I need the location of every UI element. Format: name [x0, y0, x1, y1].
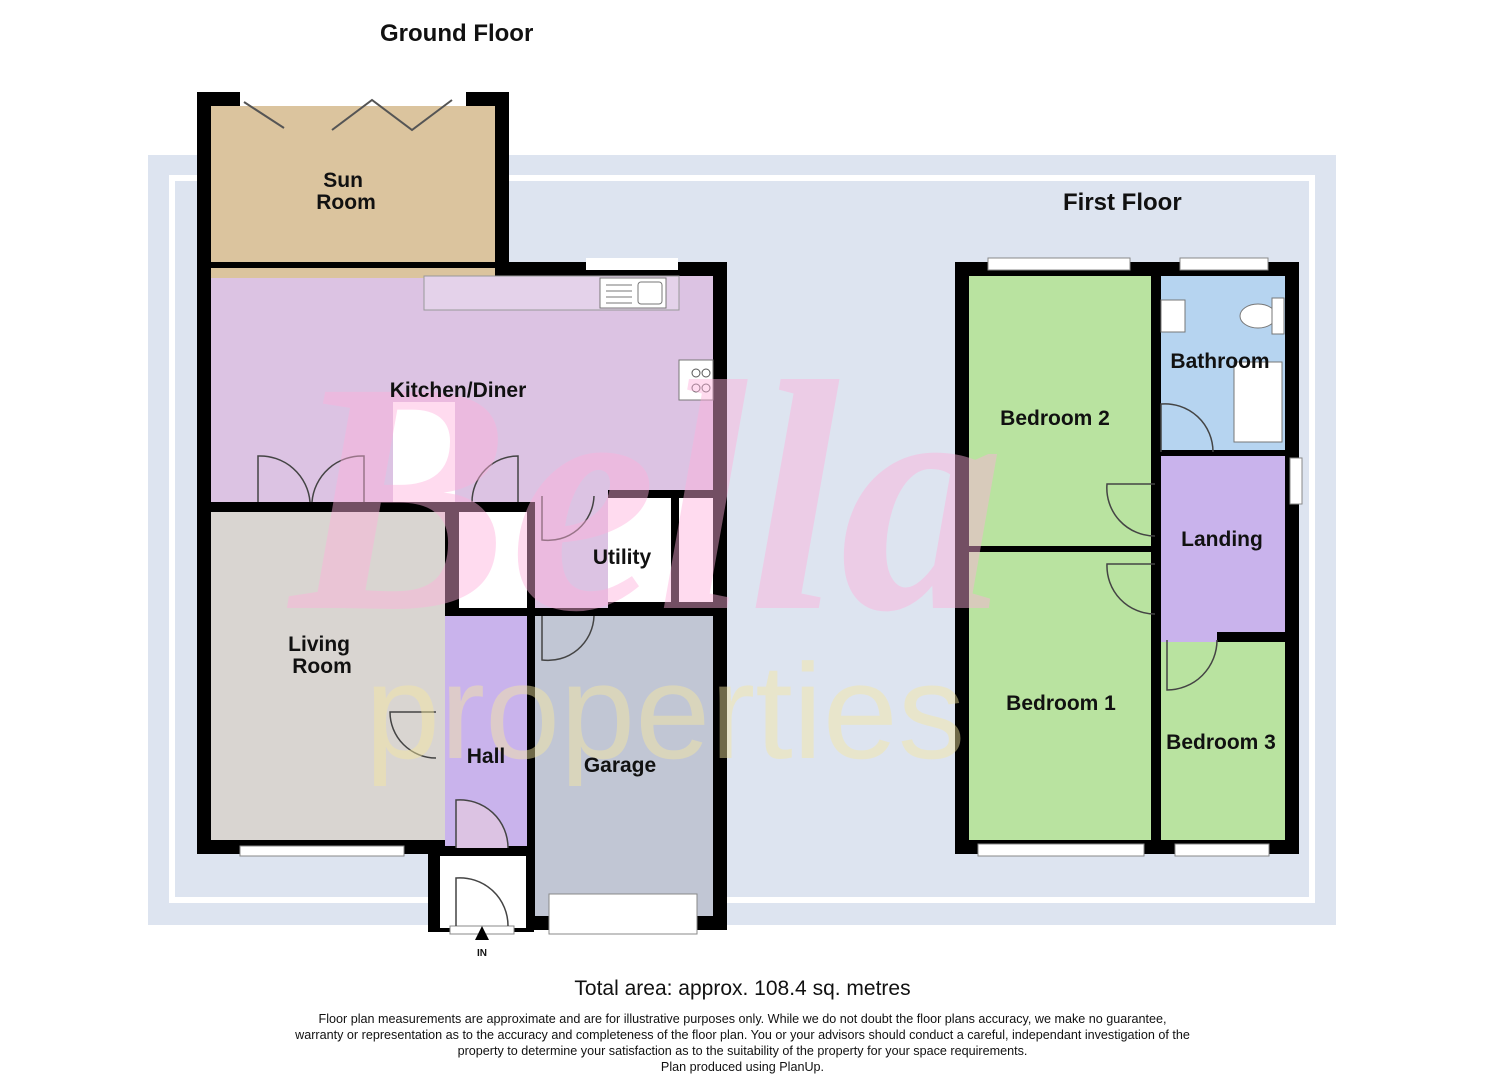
watermark-script: Bella — [285, 315, 1005, 680]
bedroom-2 — [969, 276, 1151, 546]
bathroom-window — [1179, 257, 1269, 271]
hob-icon — [678, 359, 714, 401]
entrance-marker: IN — [477, 948, 487, 959]
first-floor-title: First Floor — [1063, 189, 1182, 216]
bathroom-label: Bathroom — [1170, 350, 1269, 373]
garage-door — [548, 893, 698, 935]
watermark-word: properties — [365, 636, 965, 787]
landing — [1161, 456, 1285, 632]
bedroom-2-label: Bedroom 2 — [1000, 407, 1110, 430]
living-room-label: Living Room — [288, 633, 356, 678]
bedroom-2-window — [987, 257, 1131, 271]
bedroom-3-label: Bedroom 3 — [1166, 731, 1276, 754]
watermark-logo: Bella properties — [285, 315, 1005, 787]
disclaimer-line: property to determine your satisfaction … — [457, 1044, 1028, 1058]
garage-label: Garage — [584, 754, 656, 777]
bedroom-3-window — [1174, 843, 1270, 857]
sun-room-label: Sun Room — [316, 169, 376, 214]
garage — [535, 616, 713, 916]
room-labels: Sun Room Kitchen/Diner Utility Living Ro… — [288, 169, 1276, 777]
shower-icon — [1233, 361, 1283, 443]
bedroom-3 — [1161, 642, 1285, 840]
utility-label: Utility — [593, 546, 652, 569]
disclaimer-line: warranty or representation as to the acc… — [295, 1028, 1190, 1042]
sun-room-bifold-door — [240, 92, 466, 106]
basin-icon — [1160, 299, 1186, 333]
living-room-window — [239, 845, 405, 857]
ground-floor-title: Ground Floor — [380, 20, 533, 47]
bedroom-1-label: Bedroom 1 — [1006, 692, 1116, 715]
kitchen-diner-label: Kitchen/Diner — [390, 379, 527, 402]
ground-floor-plan: IN — [197, 92, 727, 959]
total-area: Total area: approx. 108.4 sq. metres — [574, 977, 911, 1000]
landing-window — [1289, 457, 1303, 505]
toilet-icon — [1239, 303, 1277, 329]
hall-label: Hall — [467, 745, 506, 768]
porch — [440, 856, 526, 928]
disclaimer-line: Plan produced using PlanUp. — [660, 1060, 825, 1074]
living-room — [211, 512, 445, 840]
first-floor-plan — [955, 257, 1303, 857]
bedroom-1-window — [977, 843, 1145, 857]
disclaimer: Floor plan measurements are approximate … — [0, 1011, 1485, 1075]
disclaimer-line: Floor plan measurements are approximate … — [318, 1012, 1167, 1026]
landing-label: Landing — [1181, 528, 1263, 551]
watermark-band-border — [169, 175, 1315, 903]
entrance-arrow-icon — [475, 926, 489, 940]
